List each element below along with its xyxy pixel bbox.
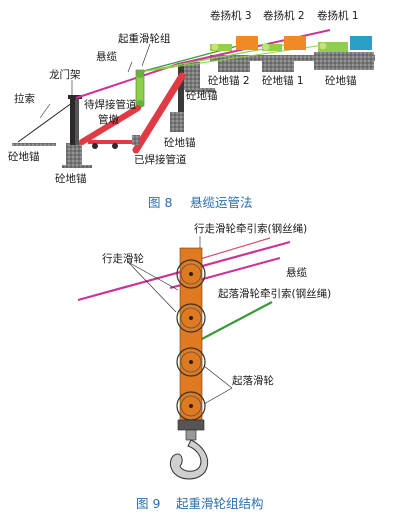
f9-lift-pulley-top [176,347,206,377]
label-hoist1: 卷扬机 1 [317,9,359,22]
f9-lift-pulley-bottom [176,391,206,421]
figure9-caption-text: 起重滑轮组结构 [176,496,264,511]
label-pipe-to-weld: 待焊接管道 [84,98,137,111]
label-anchor-bottom: 砼地锚 [55,172,87,185]
label-anchor-left: 砼地锚 [8,150,40,163]
pipe-to-weld [79,105,141,145]
leader-cable [127,61,133,73]
f9-leader-lift-pulley-b [203,387,233,405]
label-pipe-support: 管墩 [98,113,119,126]
f9-leader-lift-pulley-a [203,365,233,389]
anchor-block-right [314,52,374,70]
guy-rope [17,99,77,143]
anchor-block-1 [262,60,294,72]
welded-pipe [132,72,186,154]
label-anchor-right: 砼地锚 [325,74,357,87]
label-lifting-pulley-group: 起重滑轮组 [118,32,171,45]
label-anchor-mid: 砼地锚 [164,136,196,149]
pipe-support-block [132,135,140,145]
f9-label-travel-pulley: 行走滑轮 [102,252,144,265]
label-anchor-1: 砼地锚 1 [262,74,304,87]
label-suspension-cable: 悬缆 [96,50,117,63]
figure8-caption-number: 图 8 [148,195,172,210]
tower [178,64,184,112]
figure9-caption-number: 图 9 [136,496,160,511]
gantry-top [68,95,82,99]
label-guy-rope: 拉索 [14,92,35,105]
figure-9: 行走滑轮牵引索(钢丝绳) 行走滑轮 悬缆 起落滑轮牵引索(钢丝绳) 起落滑轮 图… [77,222,331,511]
f9-leader-travel-pulley-b [127,261,177,313]
label-hoist2: 卷扬机 2 [263,9,305,22]
hoist-2 [262,36,306,51]
f9-travel-pulley-bottom [176,303,206,333]
anchor-block-gantry [66,143,82,167]
label-anchor-tower: 砼地锚 [186,89,218,102]
f9-travel-rope [189,237,271,263]
f9-label-suspension-cable: 悬缆 [286,266,307,279]
leader-guy [39,103,51,119]
f9-travel-pulley-top [176,259,206,289]
f9-hook [169,419,208,480]
figure8-caption-text: 悬缆运管法 [190,195,253,210]
label-hoist3: 卷扬机 3 [210,9,252,22]
label-anchor-2: 砼地锚 2 [208,74,250,87]
label-gantry: 龙门架 [49,68,81,81]
f9-lift-rope [199,301,273,341]
hoist-3 [210,36,258,51]
ground-left [12,143,56,146]
pulley-group-wheel-top [136,70,144,78]
suspension-cable [75,29,331,99]
pipe-wheel-right [112,143,118,149]
figure-8: 卷扬机 3 卷扬机 2 卷扬机 1 起重滑轮组 悬缆 龙门架 拉索 砼地锚 砼地… [8,9,375,210]
pipe-wheel-left [92,143,98,149]
f9-leader-travel-pulley-a [127,261,179,291]
hoist-1 [318,36,372,52]
anchor-block-tower [182,62,200,90]
f9-label-lift-rope: 起落滑轮牵引索(钢丝绳) [218,287,331,300]
anchor-block-2 [218,60,250,72]
f9-label-lift-pulley: 起落滑轮 [232,374,274,387]
gantry-post-right [75,98,79,145]
gantry-post-left [70,98,75,145]
anchor-block-mid [170,112,184,132]
label-welded-pipe: 已焊接管道 [134,153,187,166]
leader-pulley [141,43,151,67]
f9-label-travel-rope: 行走滑轮牵引索(钢丝绳) [194,222,307,235]
ground-right-platform [210,55,375,61]
